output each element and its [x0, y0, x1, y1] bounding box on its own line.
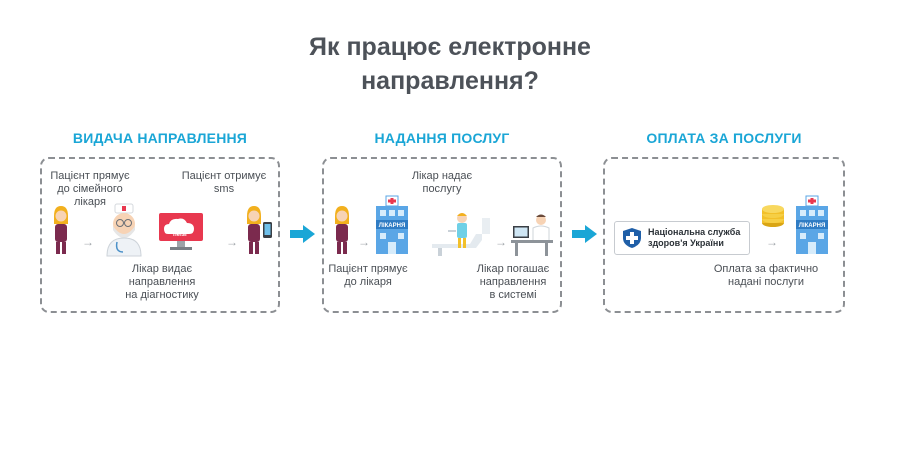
arrow-right-icon: → [358, 235, 370, 249]
hospital-building-icon: ЛІКАРНЯ [376, 195, 408, 254]
coins-stack-icon [762, 205, 784, 227]
hospital-sign: ЛІКАРНЯ [799, 223, 826, 229]
helsi-monitor-icon [159, 213, 203, 250]
caption-patient-to-gp: Пацієнт прямує до сімейного лікаря [50, 170, 130, 208]
hospital-sign: ЛІКАРНЯ [379, 223, 406, 229]
doctor-avatar-icon [106, 203, 142, 257]
hospital-building-icon: ЛІКАРНЯ [796, 195, 828, 254]
nszu-name: Національна служба здоров'я України [648, 227, 741, 248]
title-line-2: направлення? [361, 67, 539, 95]
doctor-at-desk-icon [511, 214, 553, 256]
helsi-logo-text: helsi [173, 232, 187, 238]
caption-payment-for-services: Оплата за фактично надані послуги [713, 263, 819, 288]
nszu-logo-card: Національна служба здоров'я України [614, 221, 750, 255]
arrow-right-icon: → [226, 235, 238, 249]
step-box-payment [603, 157, 845, 313]
dentist-chair-icon [432, 213, 490, 256]
page-title: Як працює електронне направлення? [0, 30, 900, 98]
caption-patient-to-doctor: Пацієнт прямує до лікаря [328, 263, 408, 288]
nszu-shield-icon [623, 228, 641, 248]
patient-with-phone-icon [247, 206, 272, 254]
caption-doctor-closes-referral: Лікар погашає направлення в системі [476, 263, 550, 301]
big-arrow-right-icon [572, 225, 597, 243]
big-arrow-right-icon [290, 225, 315, 243]
step-box-services [322, 157, 562, 313]
patient-figure-icon [54, 206, 68, 254]
caption-patient-gets-sms: Пацієнт отримує sms [181, 170, 267, 195]
title-line-1: Як працює електронне [309, 33, 591, 61]
arrow-right-icon: → [766, 235, 778, 249]
patient-figure-icon [335, 206, 349, 254]
caption-doctor-issues-referral: Лікар видає направлення на діагностику [125, 263, 199, 301]
section-heading-payment: ОПЛАТА ЗА ПОСЛУГИ [646, 130, 802, 146]
section-heading-services: НАДАННЯ ПОСЛУГ [374, 130, 510, 146]
arrow-right-icon: → [495, 235, 507, 249]
caption-doctor-provides-service: Лікар надає послугу [411, 170, 473, 195]
arrow-right-icon: → [82, 235, 94, 249]
section-heading-referral: ВИДАЧА НАПРАВЛЕННЯ [72, 130, 248, 146]
step-box-referral [40, 157, 280, 313]
